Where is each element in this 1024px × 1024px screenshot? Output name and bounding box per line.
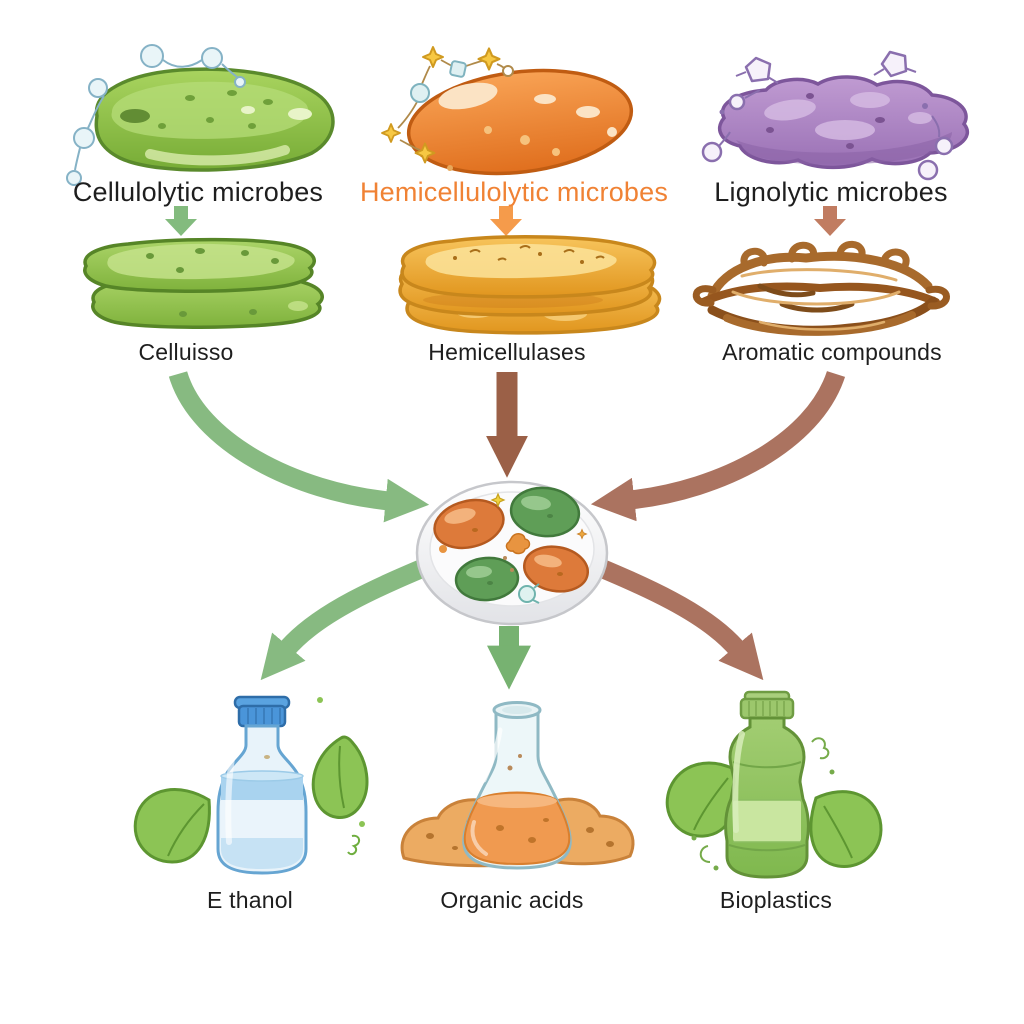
microbial-consortium-plate-icon bbox=[415, 480, 609, 626]
ethanol-label: E thanol bbox=[207, 887, 293, 913]
green-cellulose-slabs-icon bbox=[83, 237, 324, 329]
orange-microbe-colony-icon bbox=[381, 46, 634, 176]
green-bioplastic-bottle-with-leaves-icon bbox=[665, 690, 883, 879]
golden-hemicellulose-layers-icon bbox=[398, 235, 662, 335]
cellulolytic-microbes-label: Cellulolytic microbes bbox=[72, 177, 324, 207]
lignolytic-down-arrow bbox=[814, 206, 846, 236]
flask-with-orange-liquid-and-powder-icon bbox=[400, 701, 635, 870]
cellulolytic-down-arrow bbox=[165, 206, 197, 236]
hemicellulolytic-down-arrow bbox=[490, 206, 522, 236]
arrow-aromatics-to-plate bbox=[590, 370, 846, 522]
arrow-cellulose-to-plate bbox=[168, 370, 430, 523]
arrow-plate-to-ethanol bbox=[260, 551, 446, 681]
converging-arrows bbox=[168, 370, 846, 523]
brown-lignin-strand-nest-icon bbox=[692, 240, 950, 336]
purple-microbe-colony-icon bbox=[701, 50, 970, 181]
bioplastics-label: Bioplastics bbox=[719, 887, 833, 913]
lignolytic-microbes-label: Lignolytic microbes bbox=[714, 177, 948, 207]
cellulose-label: Celluisso bbox=[138, 339, 234, 365]
organic-acids-label: Organic acids bbox=[440, 887, 584, 913]
aromatic-compounds-label: Aromatic compounds bbox=[722, 339, 942, 365]
arrow-plate-to-bioplastics bbox=[578, 551, 764, 681]
hemicellulases-label: Hemicellulases bbox=[428, 339, 586, 365]
green-microbe-colony-icon bbox=[66, 44, 335, 186]
blue-water-bottle-with-leaves-icon bbox=[133, 695, 369, 875]
hemicellulolytic-microbes-label: Hemicellulolytic microbes bbox=[359, 177, 669, 207]
